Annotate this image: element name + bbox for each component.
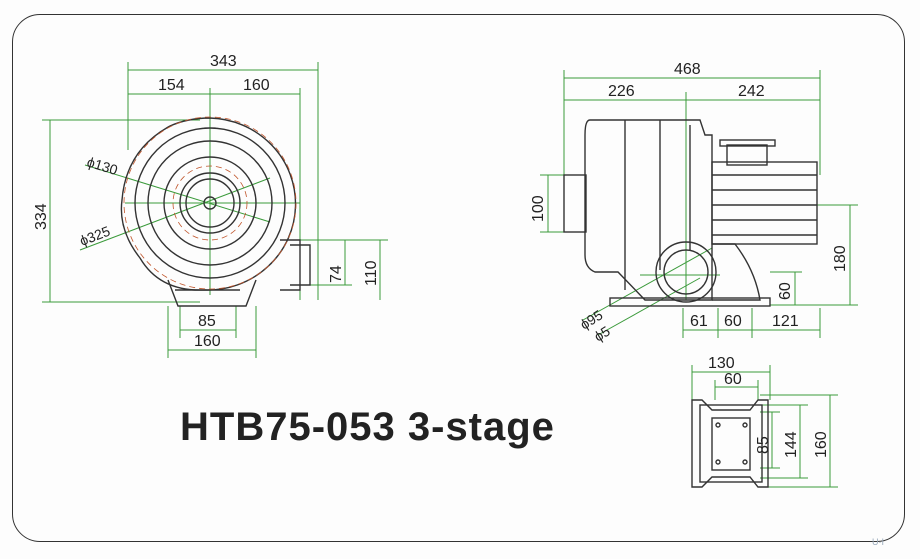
watermark-logo: U·I: [872, 537, 884, 547]
label-130: 130: [708, 355, 735, 372]
label-468: 468: [674, 61, 701, 78]
label-61: 61: [690, 313, 708, 330]
model-title: HTB75-053 3-stage: [180, 405, 555, 449]
label-85-base: 85: [755, 436, 772, 454]
label-242: 242: [738, 83, 765, 100]
label-85-front: 85: [198, 313, 216, 330]
label-334: 334: [33, 203, 50, 230]
label-226: 226: [608, 83, 635, 100]
label-121: 121: [772, 313, 799, 330]
label-160-top: 160: [243, 77, 270, 94]
label-160-front: 160: [194, 333, 221, 350]
label-60-side: 60: [777, 282, 794, 300]
label-180: 180: [832, 245, 849, 272]
inlet-circle: [655, 241, 717, 303]
motor-body: [711, 161, 818, 245]
side-view-housing: [563, 119, 818, 307]
label-343: 343: [210, 53, 237, 70]
label-144: 144: [783, 431, 800, 458]
label-100: 100: [530, 195, 547, 222]
drawing-frame: [12, 14, 905, 542]
label-d5: ϕ5: [591, 323, 613, 345]
label-110: 110: [363, 260, 380, 286]
label-74: 74: [328, 265, 345, 283]
label-60-base-row: 60: [724, 313, 742, 330]
label-d130: ϕ130: [85, 154, 120, 178]
label-60-base: 60: [724, 371, 742, 388]
terminal-box: [726, 144, 768, 166]
label-154: 154: [158, 77, 185, 94]
leader-d95: [582, 247, 713, 321]
base-view: [691, 399, 769, 488]
front-view-housing: [120, 117, 311, 307]
label-160-base: 160: [813, 431, 830, 458]
front-view-centerline-arc: [123, 116, 297, 290]
